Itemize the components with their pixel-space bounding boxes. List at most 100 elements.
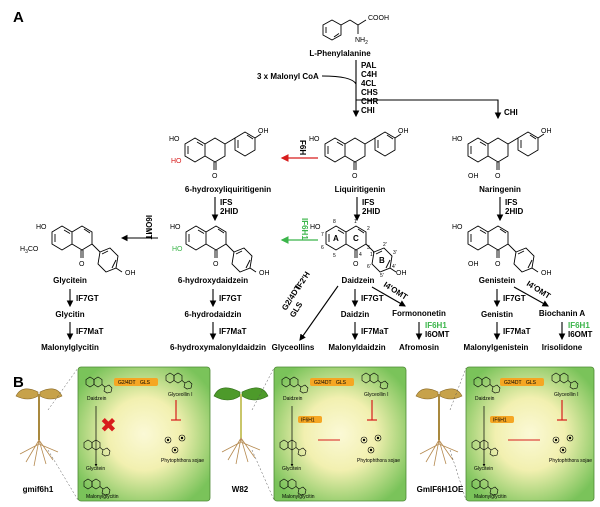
liquiritigenin-structure: HO OH O	[309, 128, 409, 180]
enzyme-4cl: 4CL	[361, 79, 376, 88]
svg-text:O: O	[495, 261, 501, 268]
svg-text:IFS: IFS	[362, 198, 375, 207]
liquiritigenin-name: Liquiritigenin	[335, 185, 386, 194]
svg-text:2HID: 2HID	[505, 207, 523, 216]
svg-text:IF6H1: IF6H1	[568, 321, 590, 330]
glyceollin-branch: IF2'H G2/4DT GLS Glyceollins	[272, 270, 339, 352]
seedling-gmif6h1oe	[415, 388, 463, 467]
svg-text:IF6H1: IF6H1	[301, 418, 315, 424]
svg-text:Malonylglycitin: Malonylglycitin	[474, 494, 507, 500]
biochanin-branch: I4'OMT Biochanin A IF6H1 I6OMT Irisolido…	[513, 279, 593, 352]
glycitein-structure: HO H3CO OH O	[20, 224, 136, 277]
svg-text:OH: OH	[125, 270, 136, 277]
ring-label-b: B	[379, 256, 385, 265]
naringenin-structure: HO OH OH O	[452, 128, 552, 180]
malonyldaidzin-name: Malonyldaidzin	[328, 343, 385, 352]
svg-text:6: 6	[321, 245, 324, 251]
enzyme-chr: CHR	[361, 97, 379, 106]
strain-label-w82: W82	[232, 485, 249, 494]
svg-text:GLS: GLS	[526, 380, 537, 386]
nh2-label: NH2	[355, 37, 368, 46]
svg-text:HO: HO	[309, 136, 320, 143]
seedling-w82	[213, 387, 269, 465]
svg-text:OH: OH	[259, 270, 270, 277]
svg-text:5': 5'	[380, 273, 384, 279]
enzyme-chi: CHI	[361, 106, 375, 115]
knockout-cross: ✖	[100, 413, 117, 437]
svg-text:O: O	[495, 173, 501, 180]
daidzein-structure: HO OH O A C B 1 2 3 4 5 6 7 8 1' 2' 3' 4…	[310, 219, 407, 279]
svg-text:I6OMT: I6OMT	[425, 330, 450, 339]
panel-b-gmif6h1oe: GmIF6H1OE G2/4DT GLS Daidzein Glyceollin…	[415, 366, 595, 502]
svg-text:7: 7	[321, 232, 324, 238]
svg-text:H3CO: H3CO	[20, 246, 39, 255]
panel-b-gmif6h1: gmif6h1 G2/4DT GLS Daidzein Glyceollin I…	[15, 366, 211, 502]
svg-text:Malonylglycitin: Malonylglycitin	[86, 494, 119, 500]
svg-text:2': 2'	[383, 242, 387, 248]
hydrodaidzin-column: IF7GT 6-hydrodaidzin IF7MaT 6-hydroxymal…	[170, 289, 266, 352]
svg-text:G2/4DT: G2/4DT	[504, 380, 522, 386]
hydroxydaidzein-structure: HO HO OH O	[170, 224, 270, 277]
svg-text:HO: HO	[452, 136, 463, 143]
svg-text:O: O	[213, 261, 219, 268]
ifs-arrow-middle: IFS 2HID	[353, 197, 380, 222]
svg-text:IF7MaT: IF7MaT	[76, 327, 104, 336]
genistin-name: Genistin	[481, 310, 513, 319]
svg-text:5: 5	[333, 253, 336, 259]
svg-text:OH: OH	[398, 128, 409, 135]
svg-text:OH: OH	[258, 128, 269, 135]
hydroxyliquiritigenin-name: 6-hydroxyliquiritigenin	[185, 185, 271, 194]
svg-text:Glyceollin I: Glyceollin I	[364, 392, 388, 398]
hydroxydaidzein-name: 6-hydroxydaidzein	[178, 276, 248, 285]
strain-label-gmif6h1: gmif6h1	[23, 485, 54, 494]
hydroxyliquiritigenin-structure: HO HO OH O	[169, 128, 269, 180]
svg-text:O: O	[79, 261, 85, 268]
svg-text:OH: OH	[541, 128, 552, 135]
svg-text:Daidzein: Daidzein	[475, 396, 495, 402]
irisolidone-name: Irisolidone	[542, 343, 583, 352]
malonylglycitin-name: Malonylglycitin	[41, 343, 99, 352]
svg-text:IF7MaT: IF7MaT	[361, 327, 389, 336]
svg-text:Glycitein: Glycitein	[474, 466, 493, 472]
panel-b-label: B	[13, 374, 24, 391]
ring-label-a: A	[333, 234, 339, 243]
svg-text:Phytophthora sojae: Phytophthora sojae	[549, 458, 592, 464]
afromosin-name: Afromosin	[399, 343, 439, 352]
panel-a-label: A	[13, 9, 24, 26]
malonylgenistein-name: Malonylgenistein	[464, 343, 529, 352]
svg-text:2: 2	[367, 226, 370, 232]
hydrodaidzin-name: 6-hydrodaidzin	[185, 310, 242, 319]
naringenin-name: Naringenin	[479, 185, 521, 194]
svg-text:2HID: 2HID	[362, 207, 380, 216]
svg-text:HO: HO	[310, 224, 321, 231]
cooh-label: COOH	[368, 15, 389, 22]
svg-text:IF7GT: IF7GT	[361, 294, 384, 303]
enzyme-pal: PAL	[361, 61, 377, 70]
hydroxymalonyldaidzin-name: 6-hydroxymalonyldaidzin	[170, 343, 266, 352]
daidzin-name: Daidzin	[341, 310, 370, 319]
svg-text:2HID: 2HID	[220, 207, 238, 216]
svg-text:3: 3	[367, 245, 370, 251]
strain-label-gmif6h1oe: GmIF6H1OE	[417, 485, 464, 494]
f6h-label: F6H	[298, 140, 307, 155]
svg-text:GLS: GLS	[140, 380, 151, 386]
svg-text:IFS: IFS	[220, 198, 233, 207]
svg-text:IF7GT: IF7GT	[76, 294, 99, 303]
svg-text:HO: HO	[171, 158, 182, 165]
phenylalanine-structure: COOH NH2	[322, 15, 389, 46]
svg-text:4': 4'	[392, 264, 396, 270]
svg-text:HO: HO	[169, 136, 180, 143]
glycitein-name: Glycitein	[53, 276, 87, 285]
svg-text:HO: HO	[170, 224, 181, 231]
seedling-gmif6h1	[15, 388, 63, 467]
svg-text:IF7GT: IF7GT	[219, 294, 242, 303]
svg-text:OH: OH	[541, 270, 552, 277]
svg-text:IF6H1: IF6H1	[425, 321, 447, 330]
biochanin-name: Biochanin A	[539, 309, 586, 318]
main-enzyme-stack: PAL C4H 4CL CHS CHR CHI	[361, 61, 379, 115]
svg-text:Glycitein: Glycitein	[282, 466, 301, 472]
svg-text:3': 3'	[393, 250, 397, 256]
svg-text:G2/4DT: G2/4DT	[118, 380, 136, 386]
chi-label: CHI	[504, 108, 518, 117]
enzyme-c4h: C4H	[361, 70, 377, 79]
